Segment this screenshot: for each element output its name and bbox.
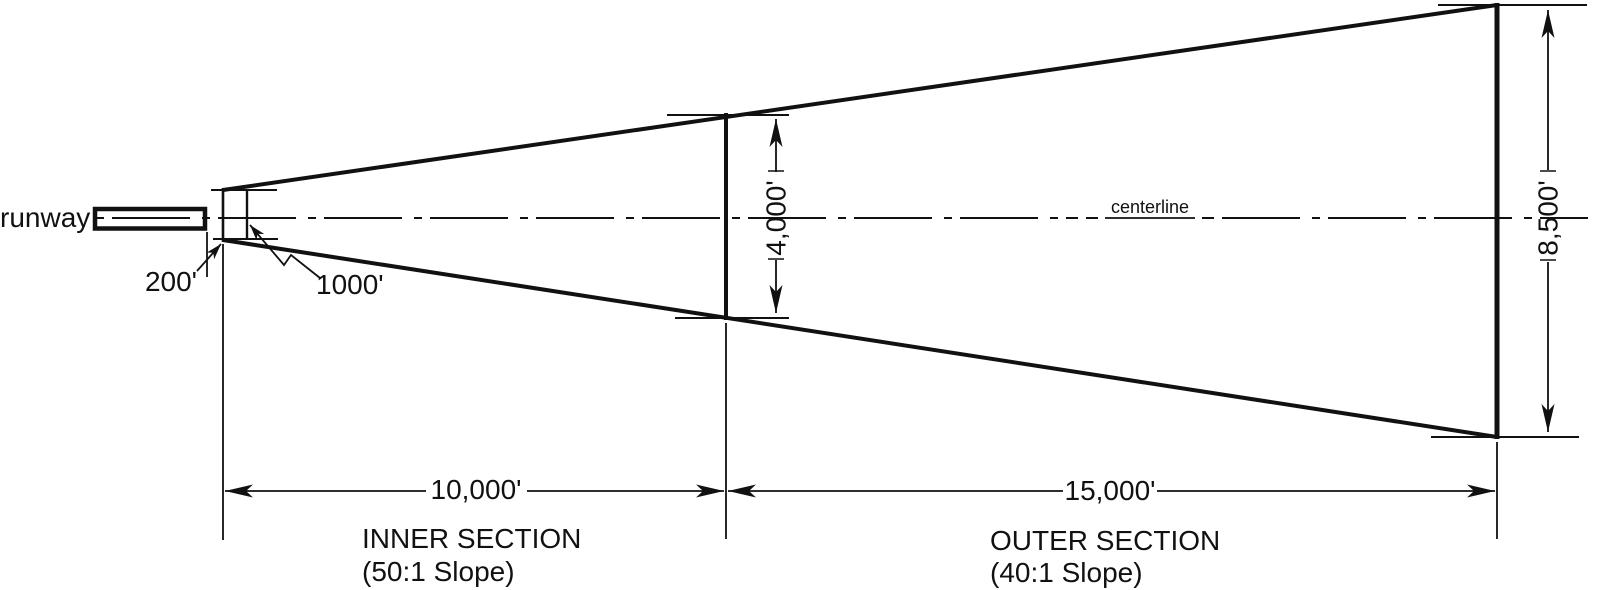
extension-lines xyxy=(222,244,1498,540)
outer-section-slope: (40:1 Slope) xyxy=(990,557,1143,588)
dim-10000-label: 10,000' xyxy=(431,474,522,505)
centerline-label: centerline xyxy=(1111,197,1189,217)
extended-centerline: centerline xyxy=(96,197,1588,219)
dimension-15000: 15,000' xyxy=(728,475,1495,506)
surface-bottom-edge xyxy=(222,238,1498,439)
dim-15000-label: 15,000' xyxy=(1065,475,1156,506)
dimension-10000: 10,000' xyxy=(225,474,724,505)
inner-section-title: INNER SECTION xyxy=(362,523,581,554)
callout-200: 200' xyxy=(145,243,222,297)
runway-outline xyxy=(92,206,208,231)
label-200: 200' xyxy=(145,266,197,297)
callout-1000: 1000' xyxy=(249,224,384,300)
leader-1000-arrow xyxy=(249,224,321,279)
label-1000: 1000' xyxy=(316,269,384,300)
outer-section-caption: OUTER SECTION (40:1 Slope) xyxy=(990,525,1220,588)
inner-section-caption: INNER SECTION (50:1 Slope) xyxy=(362,523,581,587)
dim-8500-label: 8,500' xyxy=(1532,180,1563,255)
surface-top-edge xyxy=(222,3,1498,192)
outer-section-title: OUTER SECTION xyxy=(990,525,1220,556)
runway-label: runway xyxy=(0,202,90,233)
dimension-ticks xyxy=(206,4,1587,438)
leader-200-arrow xyxy=(196,243,222,272)
dimension-8500: 8,500' xyxy=(1532,10,1563,432)
dim-4000-label: 4,000' xyxy=(760,180,791,255)
dimension-4000: 4,000' xyxy=(760,119,791,313)
inner-section-slope: (50:1 Slope) xyxy=(362,556,515,587)
approach-surface-outline xyxy=(221,3,1500,439)
